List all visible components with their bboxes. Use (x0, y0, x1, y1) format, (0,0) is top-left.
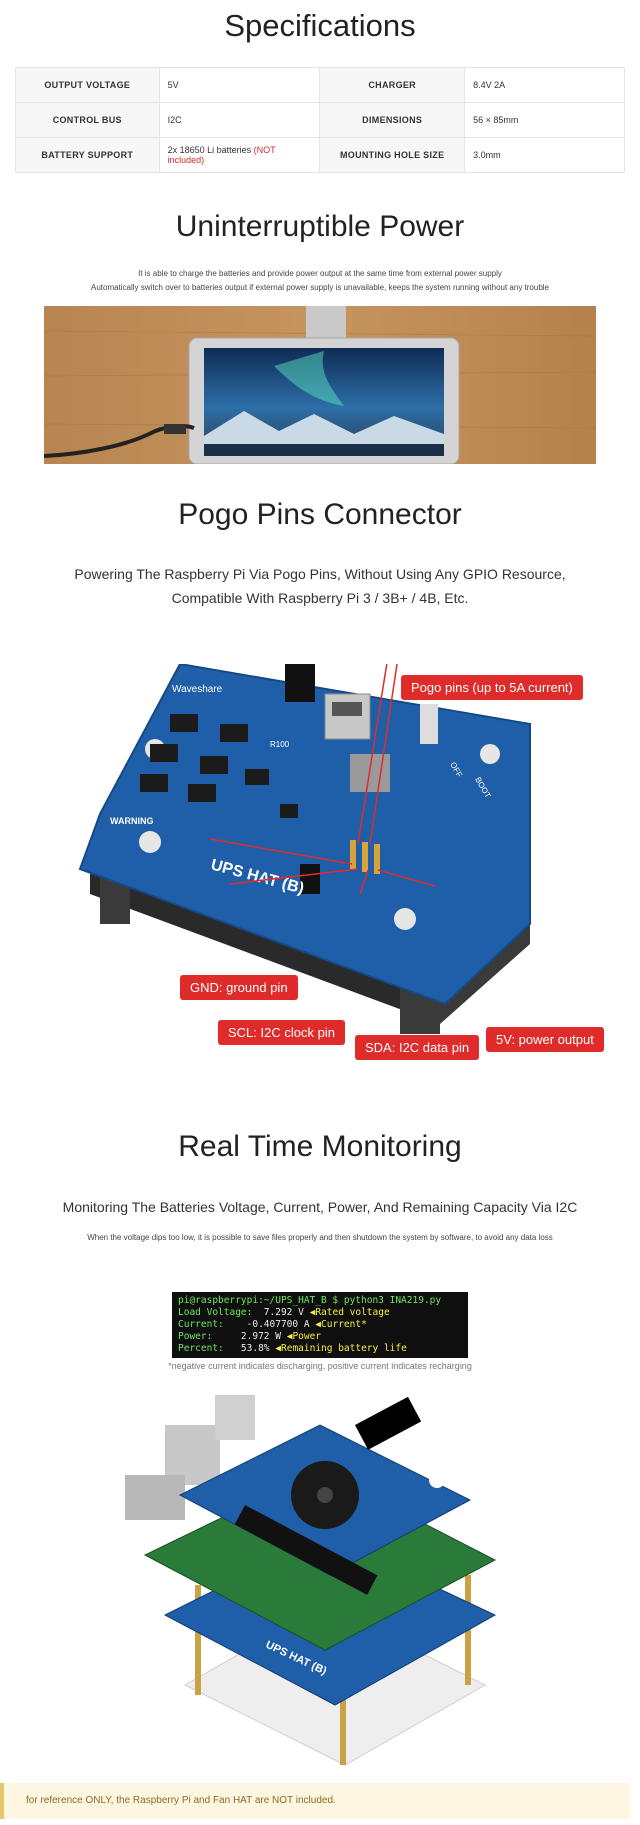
gnd-pin-callout: GND: ground pin (180, 975, 298, 1000)
scl-pin-callout: SCL: I2C clock pin (218, 1020, 345, 1045)
terminal-prompt: pi@raspberrypi:~/UPS_HAT_B $ python3 INA… (178, 1295, 442, 1306)
pogo-description-2: Compatible With Raspberry Pi 3 / 3B+ / 4… (171, 590, 469, 606)
spec-value: 8.4V 2A (464, 67, 625, 103)
sda-pin-callout: SDA: I2C data pin (355, 1035, 480, 1060)
pogo-pins-callout: Pogo pins (up to 5A current) (401, 675, 583, 700)
pogo-pins-heading: Pogo Pins Connector (178, 498, 462, 531)
pogo-description-1: Powering The Raspberry Pi Via Pogo Pins,… (74, 566, 566, 582)
not-included-note: (NOT included) (167, 145, 276, 165)
monitoring-description-2: When the voltage dips too low, it is pos… (87, 1233, 553, 1242)
uninterruptible-description-1: It is able to charge the batteries and p… (138, 269, 502, 278)
spec-key: OUTPUT VOLTAGE (15, 67, 160, 103)
specifications-heading: Specifications (224, 8, 416, 43)
spec-key: CHARGER (319, 67, 466, 103)
spec-key: MOUNTING HOLE SIZE (319, 137, 466, 173)
terminal-line: Percent: 53.8% ◀Remaining battery life (178, 1343, 407, 1354)
table-row: BATTERY SUPPORT 2x 18650 Li batteries (N… (15, 137, 625, 173)
terminal-output: pi@raspberrypi:~/UPS_HAT_B $ python3 INA… (172, 1292, 468, 1358)
board-brand-label: Waveshare (172, 684, 223, 695)
uninterruptible-description-2: Automatically switch over to batteries o… (90, 283, 550, 292)
spec-key: DIMENSIONS (319, 102, 466, 138)
board-resistor-label: R100 (270, 740, 290, 749)
terminal-line: Power: 2.972 W ◀Power (178, 1331, 322, 1342)
reference-note-banner: for reference ONLY, the Raspberry Pi and… (0, 1783, 630, 1819)
board-warning-label: WARNING (110, 816, 154, 826)
monitoring-description-1: Monitoring The Batteries Voltage, Curren… (62, 1199, 578, 1215)
ups-hat-board-image: Waveshare WARNING R100 OFF BOOT UPS HAT … (78, 664, 531, 1034)
spec-value: 5V (158, 67, 321, 103)
specifications-table: OUTPUT VOLTAGE 5V CHARGER 8.4V 2A CONTRO… (15, 67, 625, 173)
5v-output-callout: 5V: power output (486, 1027, 604, 1052)
spec-key: BATTERY SUPPORT (15, 137, 160, 173)
spec-value: I2C (158, 102, 321, 138)
raspberry-pi-display-photo (44, 306, 596, 464)
spec-key: CONTROL BUS (15, 102, 160, 138)
table-row: OUTPUT VOLTAGE 5V CHARGER 8.4V 2A (15, 67, 625, 103)
battery-value: 2x 18650 Li batteries (167, 145, 252, 155)
ups-hat-stack-image: UPS HAT (B) (125, 1395, 497, 1766)
spec-value: 56 × 85mm (464, 102, 625, 138)
spec-value: 2x 18650 Li batteries (NOT included) (158, 137, 321, 173)
spec-value: 3.0mm (464, 137, 625, 173)
uninterruptible-heading: Uninterruptible Power (175, 210, 465, 243)
table-row: CONTROL BUS I2C DIMENSIONS 56 × 85mm (15, 102, 625, 138)
negative-current-note: *negative current indicates discharging,… (168, 1361, 472, 1371)
terminal-line: Load Voltage: 7.292 V ◀Rated voltage (178, 1307, 390, 1318)
terminal-line: Current: -0.407700 A ◀Current* (178, 1319, 367, 1330)
monitoring-heading: Real Time Monitoring (178, 1130, 462, 1163)
